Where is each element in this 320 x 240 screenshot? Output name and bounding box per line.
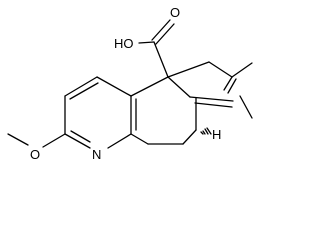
bond-ch2-lower <box>182 129 197 145</box>
bond-methyl-top <box>231 62 253 78</box>
bond-c-oh <box>138 41 155 44</box>
bond-ring-1 <box>130 76 169 97</box>
structure-diagram: O HO H N O <box>7 5 253 162</box>
bond-ring-3 <box>130 133 149 145</box>
bond-alkene-down-a <box>223 76 233 91</box>
atom-label-ether-oxygen: O <box>30 147 40 162</box>
molecule-drawing: O HO H N O <box>7 5 253 162</box>
bond-methyl-bottom <box>239 95 253 119</box>
bond-ring-7 <box>64 133 91 149</box>
bond-co-double-b <box>155 23 175 45</box>
bond-c-carboxyl <box>153 41 169 78</box>
bond-vinylidene-b <box>194 102 233 108</box>
atom-label-ring-nitrogen: N <box>92 147 101 162</box>
bond-ring-8 <box>107 133 132 149</box>
bond-bridge-ch2 <box>208 61 233 78</box>
bond-vinylidene-a <box>189 96 234 102</box>
bond-wedge-bridge <box>167 76 191 98</box>
hashed-wedge-h <box>200 127 212 135</box>
bond-c-o-ether <box>42 133 66 148</box>
bond-ring-7-inner <box>70 130 91 143</box>
bond-bridge-right <box>167 61 210 78</box>
bond-o-methyl <box>7 133 29 146</box>
atom-label-carbonyl-oxygen: O <box>170 5 180 20</box>
atom-label-stereo-hydrogen: H <box>212 127 221 142</box>
bond-ring-5 <box>64 76 98 97</box>
bond-alkene-down-b <box>227 78 237 94</box>
bond-ring-5-inner <box>69 82 99 100</box>
bond-co-double-a <box>151 19 171 41</box>
bond-ring-4 <box>96 76 132 97</box>
atom-label-hydroxyl: HO <box>114 36 134 51</box>
